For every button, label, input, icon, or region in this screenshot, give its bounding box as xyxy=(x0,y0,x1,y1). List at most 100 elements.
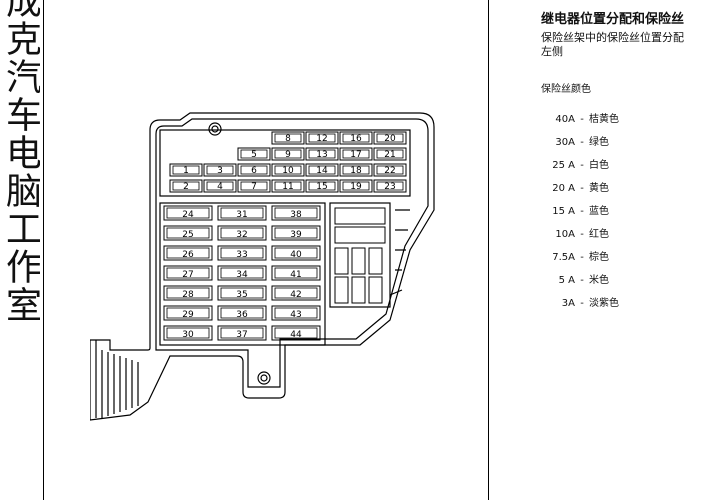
fuse-slot-frame xyxy=(339,147,373,161)
fuse-slot: 28 xyxy=(163,285,213,301)
fuse-number: 35 xyxy=(236,290,247,300)
fuse-slot-frame xyxy=(203,179,237,193)
fuse-slot: 44 xyxy=(271,325,321,341)
fuse-slot-body xyxy=(166,207,210,219)
fuse-slot-frame xyxy=(217,325,267,341)
legend-separator: - xyxy=(580,298,584,309)
fuse-slot: 19 xyxy=(339,179,373,193)
fuse-slot: 42 xyxy=(271,285,321,301)
fuse-slot-frame xyxy=(217,305,267,321)
fuse-slot-frame xyxy=(169,179,203,193)
fuse-number: 3 xyxy=(217,166,223,176)
fuse-slot: 33 xyxy=(217,245,267,261)
fuse-slot-body xyxy=(274,133,302,143)
fuse-slot-frame xyxy=(217,245,267,261)
mount-hole-top xyxy=(208,122,222,136)
legend-amp: 30A xyxy=(555,137,575,148)
fuse-slot: 22 xyxy=(373,163,407,177)
fuse-slot-frame xyxy=(237,179,271,193)
fuse-number: 15 xyxy=(316,182,327,192)
fuse-slot-frame xyxy=(271,225,321,241)
legend-separator: - xyxy=(580,160,584,171)
fuse-slot-body xyxy=(220,307,264,319)
fuse-slot-frame xyxy=(373,163,407,177)
fuse-number: 10 xyxy=(282,166,294,176)
fuse-slot-frame xyxy=(271,285,321,301)
legend-separator: - xyxy=(580,275,584,286)
relay-block-side-tabs xyxy=(389,209,410,296)
fuse-slot-frame xyxy=(217,285,267,301)
fuse-slot-frame xyxy=(271,305,321,321)
fuse-number: 24 xyxy=(182,210,194,220)
relay-fuse-slot xyxy=(351,247,366,275)
side-watermark-title: 成克汽车电脑工作室 xyxy=(0,0,40,340)
legend-row: 3A-淡紫色 xyxy=(541,294,619,312)
relay-middle xyxy=(334,226,386,244)
fuse-slot-frame xyxy=(163,325,213,341)
fuse-slot-body xyxy=(274,207,318,219)
fuse-slot-frame xyxy=(339,163,373,177)
fuse-slot-body xyxy=(166,267,210,279)
side-title-text: 成克汽车电脑工作室 xyxy=(0,0,40,324)
legend-separator: - xyxy=(580,114,584,125)
fuse-slot-body xyxy=(274,307,318,319)
fuse-slot-frame xyxy=(271,245,321,261)
legend-row: 10A-红色 xyxy=(541,225,609,243)
fuse-slot-frame xyxy=(373,131,407,145)
fuse-slot-frame xyxy=(217,265,267,281)
fuse-slot-frame xyxy=(217,225,267,241)
fuse-number: 41 xyxy=(290,270,301,280)
fuse-number: 13 xyxy=(316,150,327,160)
fuse-slot: 29 xyxy=(163,305,213,321)
fuse-slot-body xyxy=(172,165,200,175)
fuse-slot-frame xyxy=(163,205,213,221)
legend-color-name: 棕色 xyxy=(589,252,609,263)
fuse-number: 33 xyxy=(236,250,247,260)
fuse-slot-body xyxy=(166,227,210,239)
fuse-number: 27 xyxy=(182,270,193,280)
fuse-slot-frame xyxy=(163,285,213,301)
fuse-slot: 31 xyxy=(217,205,267,221)
legend-separator: - xyxy=(580,137,584,148)
lower-fuse-block xyxy=(159,202,326,346)
legend-row: 7.5A-棕色 xyxy=(541,248,609,266)
fuse-slot: 20 xyxy=(373,131,407,145)
fuse-slot-frame xyxy=(305,179,339,193)
left-frame-line xyxy=(43,0,44,500)
relay-fuse-heading: 继电器位置分配和保险丝 xyxy=(541,12,685,27)
fuse-slot: 1 xyxy=(169,163,203,177)
fuse-slot-body xyxy=(240,181,268,191)
fuse-number: 12 xyxy=(316,134,327,144)
fuse-slot-frame xyxy=(339,131,373,145)
fuse-number: 34 xyxy=(236,270,248,280)
fuse-slot-frame xyxy=(339,179,373,193)
fuse-slot-body xyxy=(172,181,200,191)
mount-hole-bottom xyxy=(257,371,271,385)
fuse-slot-body xyxy=(274,267,318,279)
fuse-slot-frame xyxy=(305,163,339,177)
fuse-slot-body xyxy=(308,133,336,143)
fuse-position-subheading: 保险丝架中的保险丝位置分配 xyxy=(541,31,684,44)
fuse-slot-body xyxy=(308,165,336,175)
fuse-slot-frame xyxy=(271,131,305,145)
fuse-number: 38 xyxy=(290,210,302,220)
legend-amp: 10A xyxy=(555,229,575,240)
legend-color-name: 白色 xyxy=(589,160,609,171)
fuse-number: 31 xyxy=(236,210,247,220)
fuse-slot-frame xyxy=(237,147,271,161)
fuse-slot-body xyxy=(220,247,264,259)
fuse-box-duct xyxy=(95,340,139,418)
fuse-number: 8 xyxy=(285,134,291,144)
fuse-slot-body xyxy=(274,181,302,191)
mount-hole-bottom-inner xyxy=(260,374,268,382)
fuse-slot-body xyxy=(376,133,404,143)
fuse-slot-body xyxy=(342,165,370,175)
fuse-slot: 6 xyxy=(237,163,271,177)
fuse-slot: 15 xyxy=(305,179,339,193)
fuse-slot: 3 xyxy=(203,163,237,177)
relay-top xyxy=(334,207,386,225)
fuse-slot-body xyxy=(376,181,404,191)
fuse-position-side-label: 左侧 xyxy=(541,45,563,58)
legend-amp: 40A xyxy=(555,114,575,125)
fuse-slot: 12 xyxy=(305,131,339,145)
